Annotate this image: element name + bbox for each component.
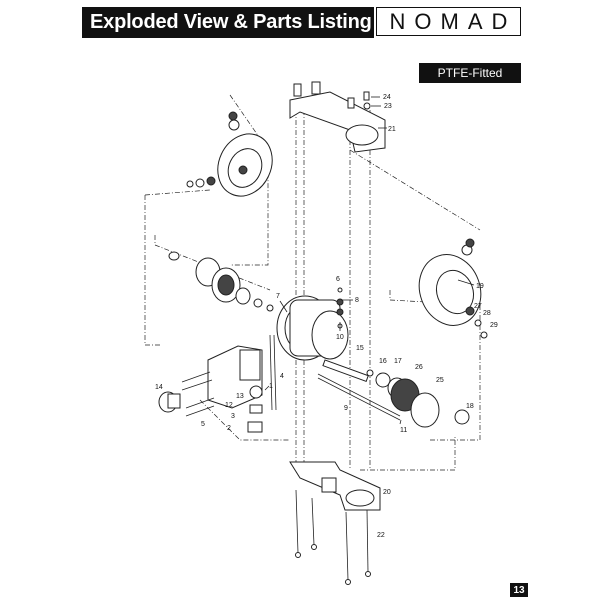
callout-5: 5: [201, 421, 205, 428]
callout-28: 28: [483, 310, 491, 317]
callout-9: 9: [344, 405, 348, 412]
callout-8: 8: [355, 297, 359, 304]
callout-27: 27: [474, 303, 482, 310]
callout-29: 29: [490, 322, 498, 329]
callout-15: 15: [356, 345, 364, 352]
left-diaphragm-stack: [168, 251, 274, 312]
callout-3: 3: [231, 413, 235, 420]
callout-23: 23: [384, 103, 392, 110]
callout-1: 1: [269, 383, 273, 390]
callout-13: 13: [236, 393, 244, 400]
callout-leaders: [264, 96, 475, 425]
callout-16: 16: [379, 358, 387, 365]
callout-6: 6: [336, 276, 340, 283]
callout-14: 14: [155, 384, 163, 391]
right-diaphragm-stack: [366, 369, 470, 428]
header-bar: Exploded View & Parts Listing: [82, 7, 374, 38]
assembly-guide-lines: [144, 94, 481, 471]
brand-logo: NOMAD: [376, 7, 521, 36]
callout-12: 12: [225, 402, 233, 409]
callout-11: 11: [400, 427, 407, 434]
top-manifold: [289, 81, 386, 153]
callout-10: 10: [336, 334, 344, 341]
center-body: [276, 287, 349, 361]
callout-22: 22: [377, 532, 385, 539]
material-badge: PTFE-Fitted: [419, 63, 521, 83]
right-chamber-cover: [418, 238, 488, 339]
callout-4: 4: [280, 373, 284, 380]
air-valve-block: [207, 334, 277, 433]
callout-labels: 24 23 21 19 6 8 7 10 27 28 29 15 16 17 2…: [155, 94, 498, 539]
callout-7: 7: [276, 293, 280, 300]
callout-19: 19: [476, 283, 484, 290]
callout-20: 20: [383, 489, 391, 496]
shaft-assembly: [317, 359, 401, 421]
callout-17: 17: [394, 358, 402, 365]
callout-18: 18: [466, 403, 474, 410]
callout-25: 25: [436, 377, 444, 384]
long-bolts: [295, 489, 371, 585]
callout-2: 2: [227, 425, 231, 432]
bottom-manifold: [289, 461, 381, 511]
callout-26: 26: [415, 364, 423, 371]
page-title: Exploded View & Parts Listing: [90, 11, 372, 33]
brand-name: NOMAD: [389, 8, 517, 34]
callout-21: 21: [388, 126, 396, 133]
muffler-and-bolts: [158, 371, 215, 417]
callout-24: 24: [383, 94, 391, 101]
page-number: 13: [510, 583, 528, 597]
left-chamber-cover: [186, 111, 273, 197]
